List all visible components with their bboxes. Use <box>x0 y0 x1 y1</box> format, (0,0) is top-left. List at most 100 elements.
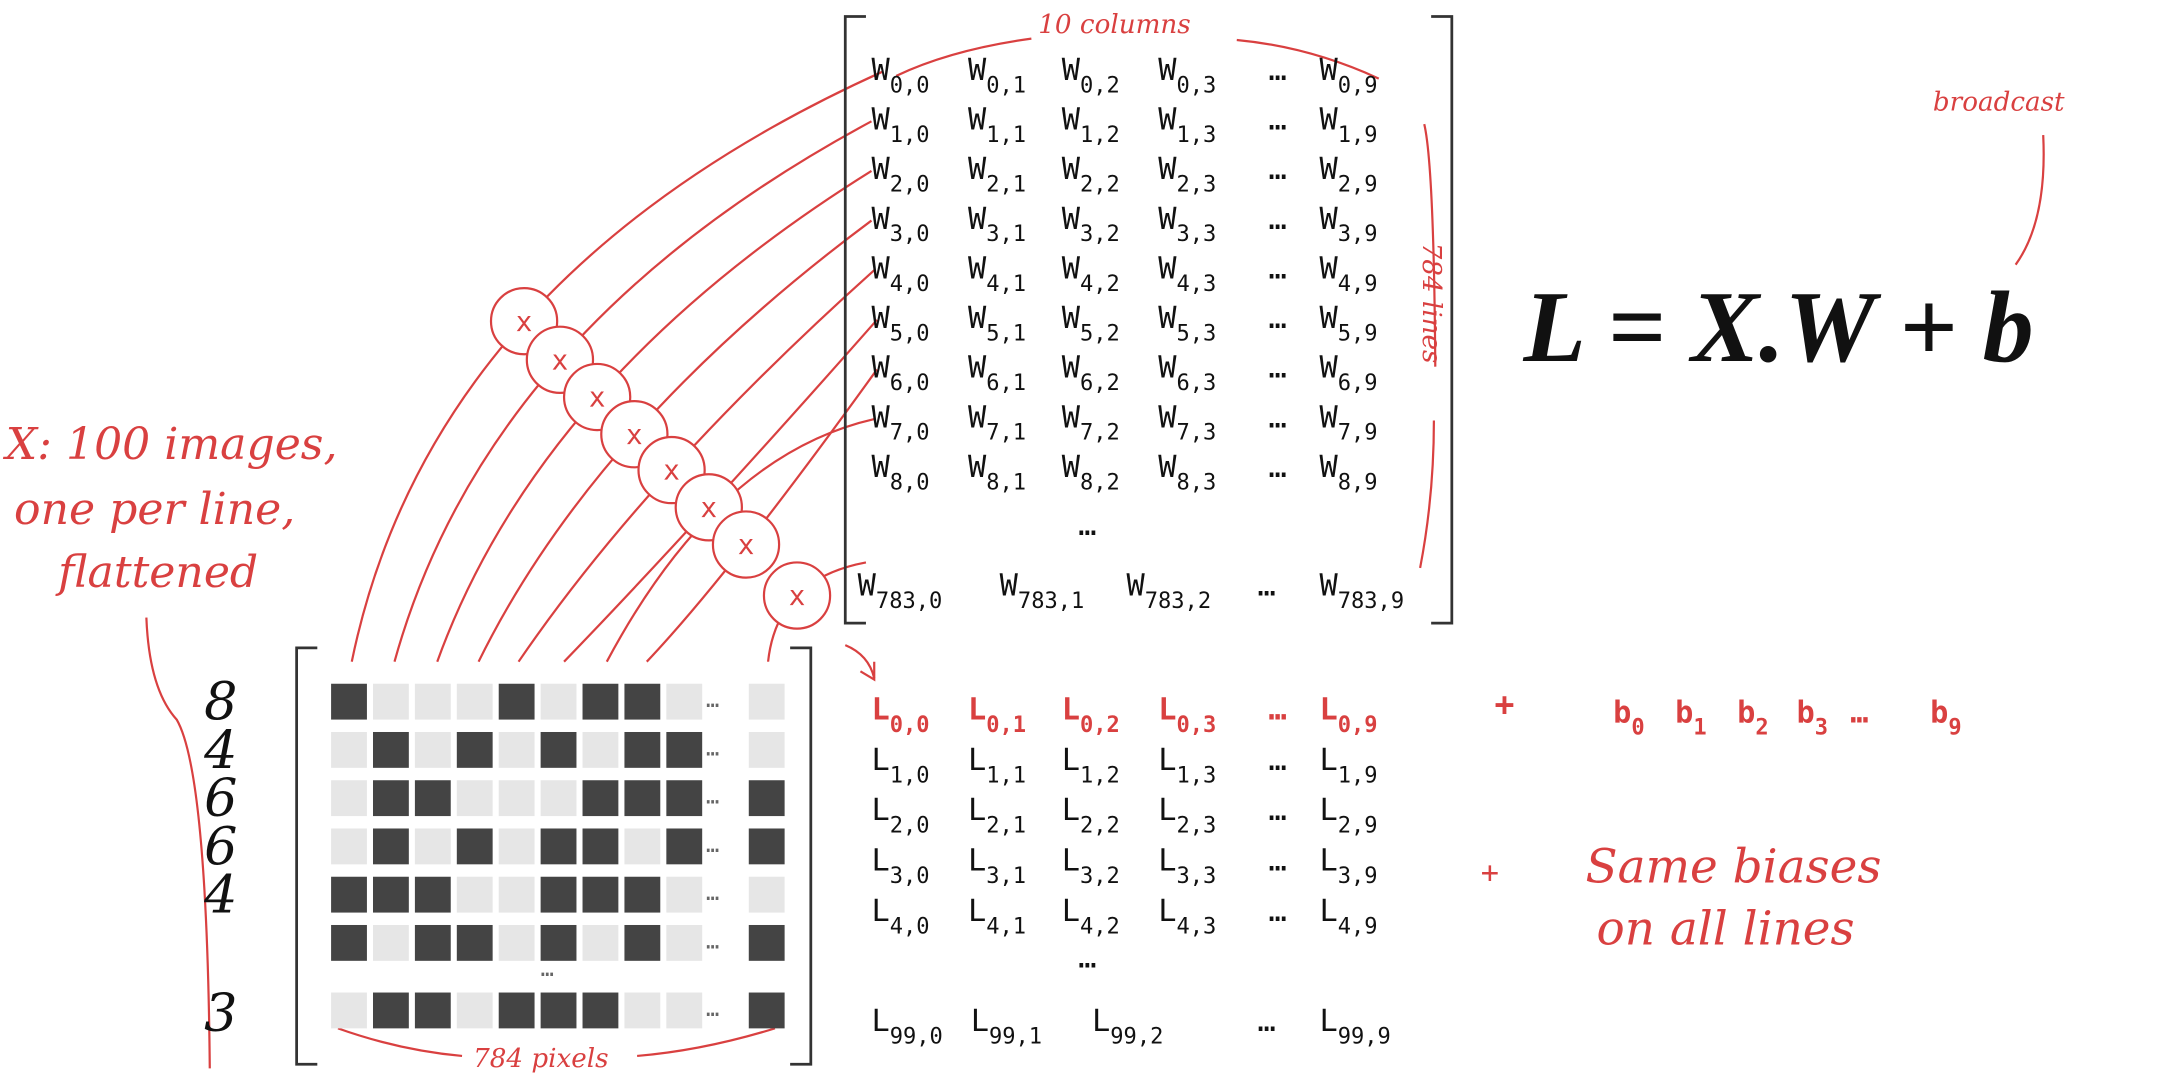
cell-index: 3,0 <box>890 222 930 247</box>
pixel-light <box>666 876 703 913</box>
pixel-light <box>498 876 535 913</box>
bias-cell: b9 <box>1930 695 1962 740</box>
cell-index: 3,2 <box>1080 864 1120 889</box>
weight-cell: W4,1 <box>968 251 1026 296</box>
cell-index: 3 <box>1815 716 1828 741</box>
cell-letter: L <box>1092 1004 1110 1039</box>
multiply-icon: x <box>552 343 569 376</box>
cell-index: 4,3 <box>1176 914 1216 939</box>
pixel-light <box>331 828 367 865</box>
weight-cell: W8,0 <box>871 450 929 495</box>
digit-label: 6 <box>204 768 237 829</box>
pixel-light <box>498 924 535 961</box>
logit-cell: L1,1 <box>968 743 1026 788</box>
cell-letter: W <box>1062 103 1081 138</box>
weights-row-ellipsis: … <box>1078 508 1096 543</box>
cell-index: 5,2 <box>1080 321 1120 346</box>
pixel-dark <box>372 780 409 817</box>
cell-letter: L <box>1319 793 1337 828</box>
logit-cell: L3,2 <box>1062 844 1120 889</box>
cell-letter: W <box>1062 53 1081 88</box>
cell-letter: L <box>871 743 889 778</box>
weight-cell: W1,1 <box>968 103 1026 148</box>
pixel-ellipsis: … <box>706 785 719 810</box>
pixel-light <box>331 731 367 768</box>
weight-cell: W7,9 <box>1319 400 1377 445</box>
cell-index: 4,1 <box>986 914 1026 939</box>
logit-cell-highlight: L0,9 <box>1319 693 1377 738</box>
weight-cell: W783,1 <box>1000 569 1085 614</box>
pixel-ellipsis: … <box>706 736 719 761</box>
same-biases-line-1: Same biases <box>1586 840 1882 894</box>
cell-letter: L <box>1062 743 1080 778</box>
pixel-dark <box>456 731 493 768</box>
pixel-light <box>414 683 451 720</box>
cell-letter: L <box>871 693 889 728</box>
cell-letter: L <box>1062 693 1080 728</box>
pixel-dark <box>624 780 661 817</box>
logit-cell: L1,2 <box>1062 743 1120 788</box>
weight-cell: W2,2 <box>1062 152 1120 197</box>
logits-row-ellipsis: … <box>1078 941 1096 976</box>
cell-letter: L <box>968 894 986 929</box>
weight-cell: … <box>1268 301 1286 336</box>
cell-index: 8,1 <box>986 470 1026 495</box>
weight-cell: W1,9 <box>1319 103 1377 148</box>
cell-letter: L <box>1319 894 1337 929</box>
cell-index: 1,1 <box>986 123 1026 148</box>
columns-brace-right <box>1236 38 1380 80</box>
cell-letter: W <box>1062 450 1081 485</box>
pixel-dark <box>582 828 619 865</box>
weight-cell: W6,9 <box>1319 351 1377 396</box>
cell-letter: W <box>1319 351 1338 386</box>
logit-cell: L99,0 <box>871 1004 942 1049</box>
logit-cell: L4,3 <box>1158 894 1216 939</box>
pixel-light <box>666 924 703 961</box>
pixel-light <box>748 731 785 768</box>
cell-letter: W <box>1319 569 1338 604</box>
cell-letter: b <box>1796 695 1814 730</box>
cell-letter: L <box>968 693 986 728</box>
cell-index: 2,3 <box>1176 173 1216 198</box>
cell-letter: W <box>1158 251 1177 286</box>
cell-index: 783,1 <box>1018 589 1084 614</box>
cell-letter: W <box>968 53 987 88</box>
pixel-light <box>456 876 493 913</box>
cell-letter: W <box>871 103 890 138</box>
cell-index: 1,2 <box>1080 123 1120 148</box>
cell-index: 2,1 <box>986 173 1026 198</box>
cell-letter: W <box>968 351 987 386</box>
cell-letter: b <box>1930 695 1948 730</box>
cell-letter: L <box>1158 743 1176 778</box>
cell-index: 3,2 <box>1080 222 1120 247</box>
pixel-light <box>748 683 785 720</box>
cell-letter: W <box>1158 400 1177 435</box>
logit-cell: L2,0 <box>871 793 929 838</box>
logit-cell: … <box>1268 894 1286 929</box>
logit-cell: L4,9 <box>1319 894 1377 939</box>
cell-index: 8,3 <box>1176 470 1216 495</box>
weight-cell: W783,2 <box>1126 569 1211 614</box>
weight-cell: W6,2 <box>1062 351 1120 396</box>
x-desc-line-2: one per line, <box>14 484 295 535</box>
pixel-light <box>372 924 409 961</box>
lines-brace-top <box>1423 123 1437 367</box>
cell-index: 5,1 <box>986 321 1026 346</box>
pixel-light <box>456 992 493 1029</box>
logit-cell: … <box>1257 1004 1275 1039</box>
cell-index: 783,0 <box>876 589 942 614</box>
cell-index: 8,0 <box>890 470 930 495</box>
pixels-brace-left <box>337 1027 463 1058</box>
pixel-light <box>748 876 785 913</box>
cell-letter: W <box>1158 301 1177 336</box>
digit-label: 6 <box>204 816 237 877</box>
cell-index: 4,1 <box>986 272 1026 297</box>
weight-cell: W6,0 <box>871 351 929 396</box>
cell-letter: b <box>1675 695 1693 730</box>
pixel-dark <box>540 731 577 768</box>
cell-letter: W <box>871 251 890 286</box>
pixels-brace-right <box>637 1027 776 1058</box>
cell-index: 99,2 <box>1110 1025 1163 1050</box>
